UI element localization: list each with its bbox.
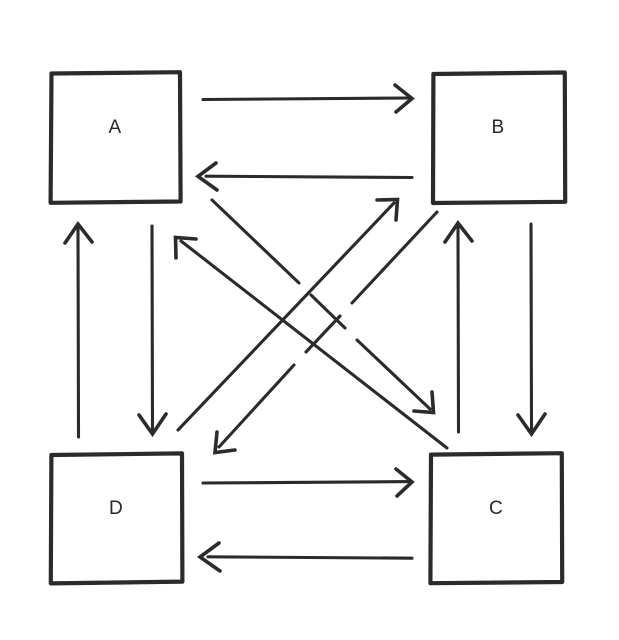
- edge-c-to-b-line: [456, 225, 461, 434]
- node-box-d[interactable]: [48, 451, 185, 586]
- edge-b-to-c-arrowhead: [516, 412, 547, 438]
- edge-b-to-d-line-segment-2: [304, 314, 342, 354]
- edge-c-to-d-line: [206, 555, 414, 560]
- edge-d-to-a-line: [76, 226, 81, 439]
- edge-b-to-d-arrowhead: [212, 430, 237, 455]
- node-box-c[interactable]: [428, 451, 565, 586]
- edge-a-to-d-arrowhead: [137, 412, 168, 438]
- node-group-b[interactable]: B: [430, 70, 568, 206]
- node-label-a: A: [109, 117, 122, 138]
- edge-a-to-c-line: [210, 198, 301, 285]
- edge-c-to-a-arrowhead: [173, 235, 198, 260]
- edge-a-to-d-line: [150, 224, 155, 432]
- edge-b-to-d-line-segment-3: [217, 363, 296, 449]
- edge-d-to-c-arrowhead: [394, 467, 415, 498]
- edge-c-to-b[interactable]: [443, 219, 474, 434]
- edge-a-to-b-line: [201, 96, 412, 102]
- edge-a-to-d[interactable]: [137, 224, 168, 438]
- node-label-c: C: [489, 498, 503, 519]
- edge-b-to-a-line: [204, 174, 414, 180]
- edge-c-to-b-arrowhead: [443, 219, 474, 244]
- node-box-b[interactable]: [430, 70, 568, 206]
- edge-d-to-b[interactable]: [176, 197, 400, 432]
- node-group-a[interactable]: A: [48, 70, 183, 205]
- edge-a-to-b[interactable]: [201, 83, 415, 114]
- edge-b-to-a-arrowhead: [194, 161, 219, 192]
- edge-d-to-b-arrowhead: [375, 197, 400, 222]
- node-label-b: B: [492, 117, 505, 138]
- edge-a-to-c[interactable]: [210, 198, 436, 415]
- edge-b-to-d-line: [350, 210, 439, 305]
- edge-c-to-d[interactable]: [196, 541, 414, 573]
- node-label-d: D: [109, 498, 123, 519]
- edge-d-to-c-line: [201, 480, 412, 485]
- edge-d-to-b-line: [176, 201, 396, 432]
- node-group-c[interactable]: C: [428, 451, 565, 586]
- edge-a-to-b-arrowhead: [393, 83, 415, 114]
- edge-b-to-c-line: [529, 222, 534, 432]
- edge-d-to-c[interactable]: [201, 467, 415, 498]
- edge-a-to-c-line-segment-3: [355, 338, 432, 411]
- edge-c-to-a[interactable]: [173, 235, 449, 450]
- node-box-a[interactable]: [48, 70, 183, 205]
- edge-a-to-c-arrowhead: [412, 390, 436, 415]
- edge-a-to-c-line-segment-2: [309, 293, 347, 330]
- edge-b-to-d[interactable]: [212, 210, 439, 455]
- edge-d-to-a[interactable]: [63, 220, 94, 439]
- edge-b-to-c[interactable]: [516, 222, 547, 438]
- edge-c-to-d-arrowhead: [196, 541, 222, 573]
- edge-d-to-a-arrowhead: [63, 220, 94, 245]
- node-group-d[interactable]: D: [48, 451, 185, 586]
- edge-b-to-a[interactable]: [194, 161, 414, 192]
